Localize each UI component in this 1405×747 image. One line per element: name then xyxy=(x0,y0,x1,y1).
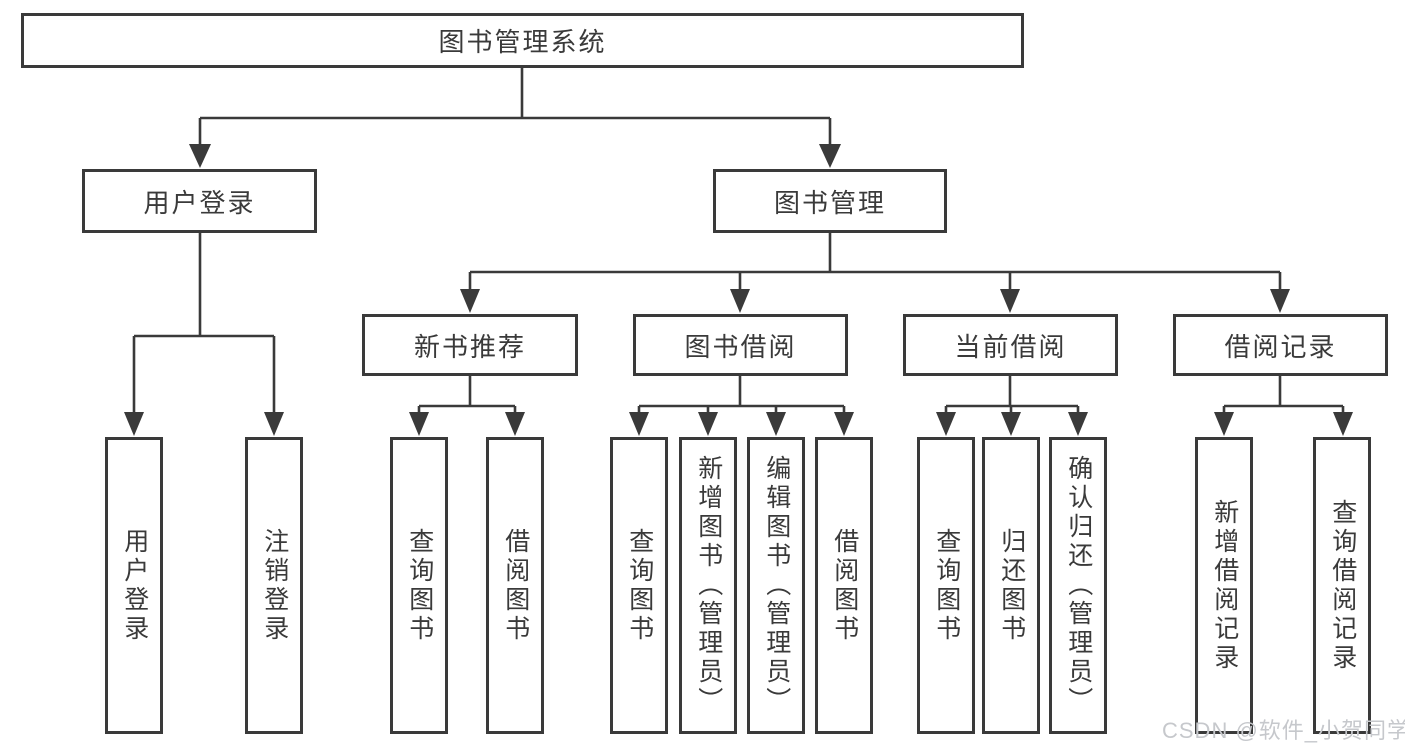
node-current-borrowing-label: 当前借阅 xyxy=(954,331,1067,362)
leaf-borrow-books-recommend: 借阅图书 xyxy=(486,437,544,734)
leaf-query-books-recommend: 查询图书 xyxy=(390,437,448,734)
connector-records-to-leaves xyxy=(1214,376,1353,436)
leaf-borrow-books-recommend-label: 借阅图书 xyxy=(501,527,530,644)
leaf-add-borrow-record: 新增借阅记录 xyxy=(1195,437,1253,734)
connector-current-to-leaves xyxy=(936,376,1088,436)
leaf-add-books-admin: 新增图书（管理员） xyxy=(679,437,737,734)
leaf-edit-books-admin-label: 编辑图书（管理员） xyxy=(762,455,791,716)
arrowhead-icon xyxy=(1001,412,1021,436)
leaf-query-borrow-record-label: 查询借阅记录 xyxy=(1328,498,1357,673)
leaf-query-books-recommend-label: 查询图书 xyxy=(405,527,434,644)
node-current-borrowing: 当前借阅 xyxy=(903,314,1118,376)
node-new-book-recommend-label: 新书推荐 xyxy=(413,331,526,362)
leaf-return-books-label: 归还图书 xyxy=(997,527,1026,644)
arrowhead-icon xyxy=(409,412,429,436)
connector-root-to-level2 xyxy=(189,68,841,168)
node-borrowing-records: 借阅记录 xyxy=(1173,314,1388,376)
node-user-login-branch: 用户登录 xyxy=(82,169,317,233)
node-new-book-recommend: 新书推荐 xyxy=(362,314,578,376)
arrowhead-icon xyxy=(698,412,718,436)
node-root: 图书管理系统 xyxy=(21,13,1024,68)
connector-recommend-to-leaves xyxy=(409,376,525,436)
leaf-confirm-return-admin: 确认归还（管理员） xyxy=(1049,437,1107,734)
node-user-login-branch-label: 用户登录 xyxy=(143,187,256,218)
arrowhead-icon xyxy=(819,144,841,168)
arrowhead-icon xyxy=(766,412,786,436)
arrowhead-icon xyxy=(834,412,854,436)
arrowhead-icon xyxy=(1270,289,1290,313)
node-book-management-branch-label: 图书管理 xyxy=(773,187,886,218)
arrowhead-icon xyxy=(629,412,649,436)
arrowhead-icon xyxy=(936,412,956,436)
leaf-confirm-return-admin-label: 确认归还（管理员） xyxy=(1064,455,1093,716)
connector-borrow-to-leaves xyxy=(629,376,854,436)
arrowhead-icon xyxy=(189,144,211,168)
node-root-label: 图书管理系统 xyxy=(438,27,607,57)
leaf-return-books: 归还图书 xyxy=(982,437,1040,734)
leaf-query-books-borrow: 查询图书 xyxy=(610,437,668,734)
arrowhead-icon xyxy=(460,289,480,313)
leaf-user-login-label: 用户登录 xyxy=(120,527,149,644)
leaf-edit-books-admin: 编辑图书（管理员） xyxy=(747,437,805,734)
node-borrowing-records-label: 借阅记录 xyxy=(1224,331,1337,362)
leaf-user-login: 用户登录 xyxy=(105,437,163,734)
leaf-add-borrow-record-label: 新增借阅记录 xyxy=(1210,498,1239,673)
watermark: CSDN @软件_小贺同学 xyxy=(1162,718,1405,743)
arrowhead-icon xyxy=(264,412,284,436)
arrowhead-icon xyxy=(730,289,750,313)
arrowhead-icon xyxy=(1214,412,1234,436)
connector-management-to-level3 xyxy=(460,233,1290,313)
leaf-query-books-current-label: 查询图书 xyxy=(932,527,961,644)
leaf-query-books-borrow-label: 查询图书 xyxy=(625,527,654,644)
arrowhead-icon xyxy=(1333,412,1353,436)
arrowhead-icon xyxy=(124,412,144,436)
leaf-borrow-books-borrow: 借阅图书 xyxy=(815,437,873,734)
node-book-borrowing: 图书借阅 xyxy=(633,314,848,376)
leaf-logout: 注销登录 xyxy=(245,437,303,734)
arrowhead-icon xyxy=(1068,412,1088,436)
leaf-add-books-admin-label: 新增图书（管理员） xyxy=(694,455,723,716)
node-book-borrowing-label: 图书借阅 xyxy=(684,331,797,362)
leaf-query-borrow-record: 查询借阅记录 xyxy=(1313,437,1371,734)
leaf-query-books-current: 查询图书 xyxy=(917,437,975,734)
leaf-borrow-books-borrow-label: 借阅图书 xyxy=(830,527,859,644)
connector-login-to-leaves xyxy=(124,233,284,436)
node-book-management-branch: 图书管理 xyxy=(713,169,947,233)
arrowhead-icon xyxy=(505,412,525,436)
leaf-logout-label: 注销登录 xyxy=(260,527,289,644)
arrowhead-icon xyxy=(1000,289,1020,313)
